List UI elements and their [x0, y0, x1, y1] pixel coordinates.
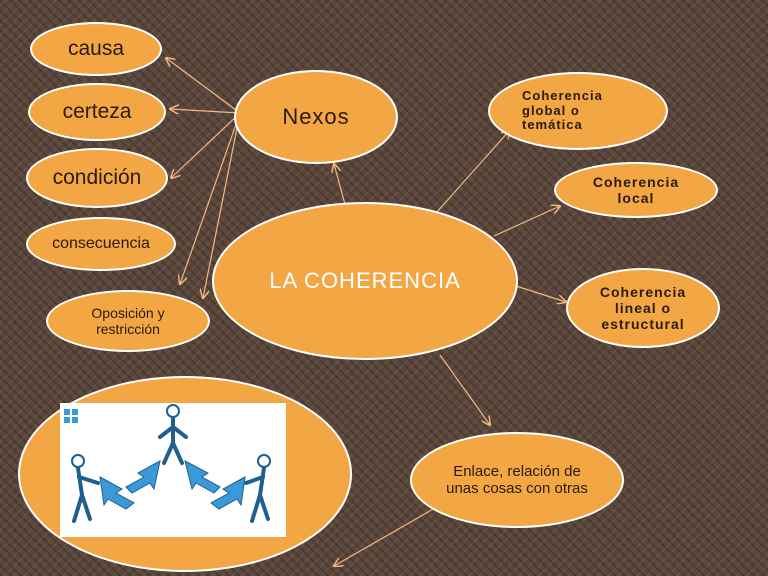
node-consecuencia: consecuencia	[26, 217, 176, 271]
node-oposicion: Oposición y restricción	[46, 290, 210, 352]
node-nexos: Nexos	[234, 70, 398, 164]
arrow-nexos-consecuencia	[180, 112, 241, 284]
node-enlace: Enlace, relación de unas cosas con otras	[410, 432, 624, 528]
node-coherencia-local-label: Coherencia local	[592, 173, 680, 206]
arrow-nexos-oposicion	[203, 112, 241, 298]
people-pulling-arrows-illustration	[60, 403, 286, 537]
node-oposicion-label: Oposición y restricción	[91, 304, 165, 337]
node-la-coherencia: LA COHERENCIA	[212, 202, 518, 360]
node-nexos-label: Nexos	[282, 104, 350, 130]
arrow-center-local	[493, 206, 560, 237]
node-coherencia-global: Coherencia global o temática	[488, 72, 668, 150]
node-causa: causa	[30, 22, 162, 76]
node-condicion: condición	[26, 148, 168, 208]
arrow-center-nexos	[334, 164, 347, 209]
arrow-nexos-causa	[166, 58, 241, 114]
node-coherencia-global-label: Coherencia global o temática	[522, 87, 603, 133]
node-causa-label: causa	[67, 36, 125, 60]
arrow-center-global	[435, 130, 510, 214]
arrow-center-enlace	[439, 354, 490, 425]
node-coherencia-lineal: Coherencia lineal o estructural	[566, 268, 720, 348]
node-enlace-label: Enlace, relación de unas cosas con otras	[446, 462, 588, 497]
node-certeza: certeza	[28, 83, 166, 141]
arrow-nexos-condicion	[171, 112, 241, 178]
node-coherencia-local: Coherencia local	[554, 162, 718, 218]
node-condicion-label: condición	[52, 165, 142, 189]
node-coherencia-lineal-label: Coherencia lineal o estructural	[599, 283, 687, 333]
node-la-coherencia-label: LA COHERENCIA	[269, 268, 461, 294]
puzzle-logo-icon	[64, 409, 78, 423]
arrow-nexos-certeza	[170, 109, 241, 113]
node-consecuencia-label: consecuencia	[52, 234, 150, 252]
arrow-center-lineal	[515, 285, 566, 302]
node-certeza-label: certeza	[62, 99, 132, 123]
arrow-enlace-picture	[334, 507, 436, 566]
